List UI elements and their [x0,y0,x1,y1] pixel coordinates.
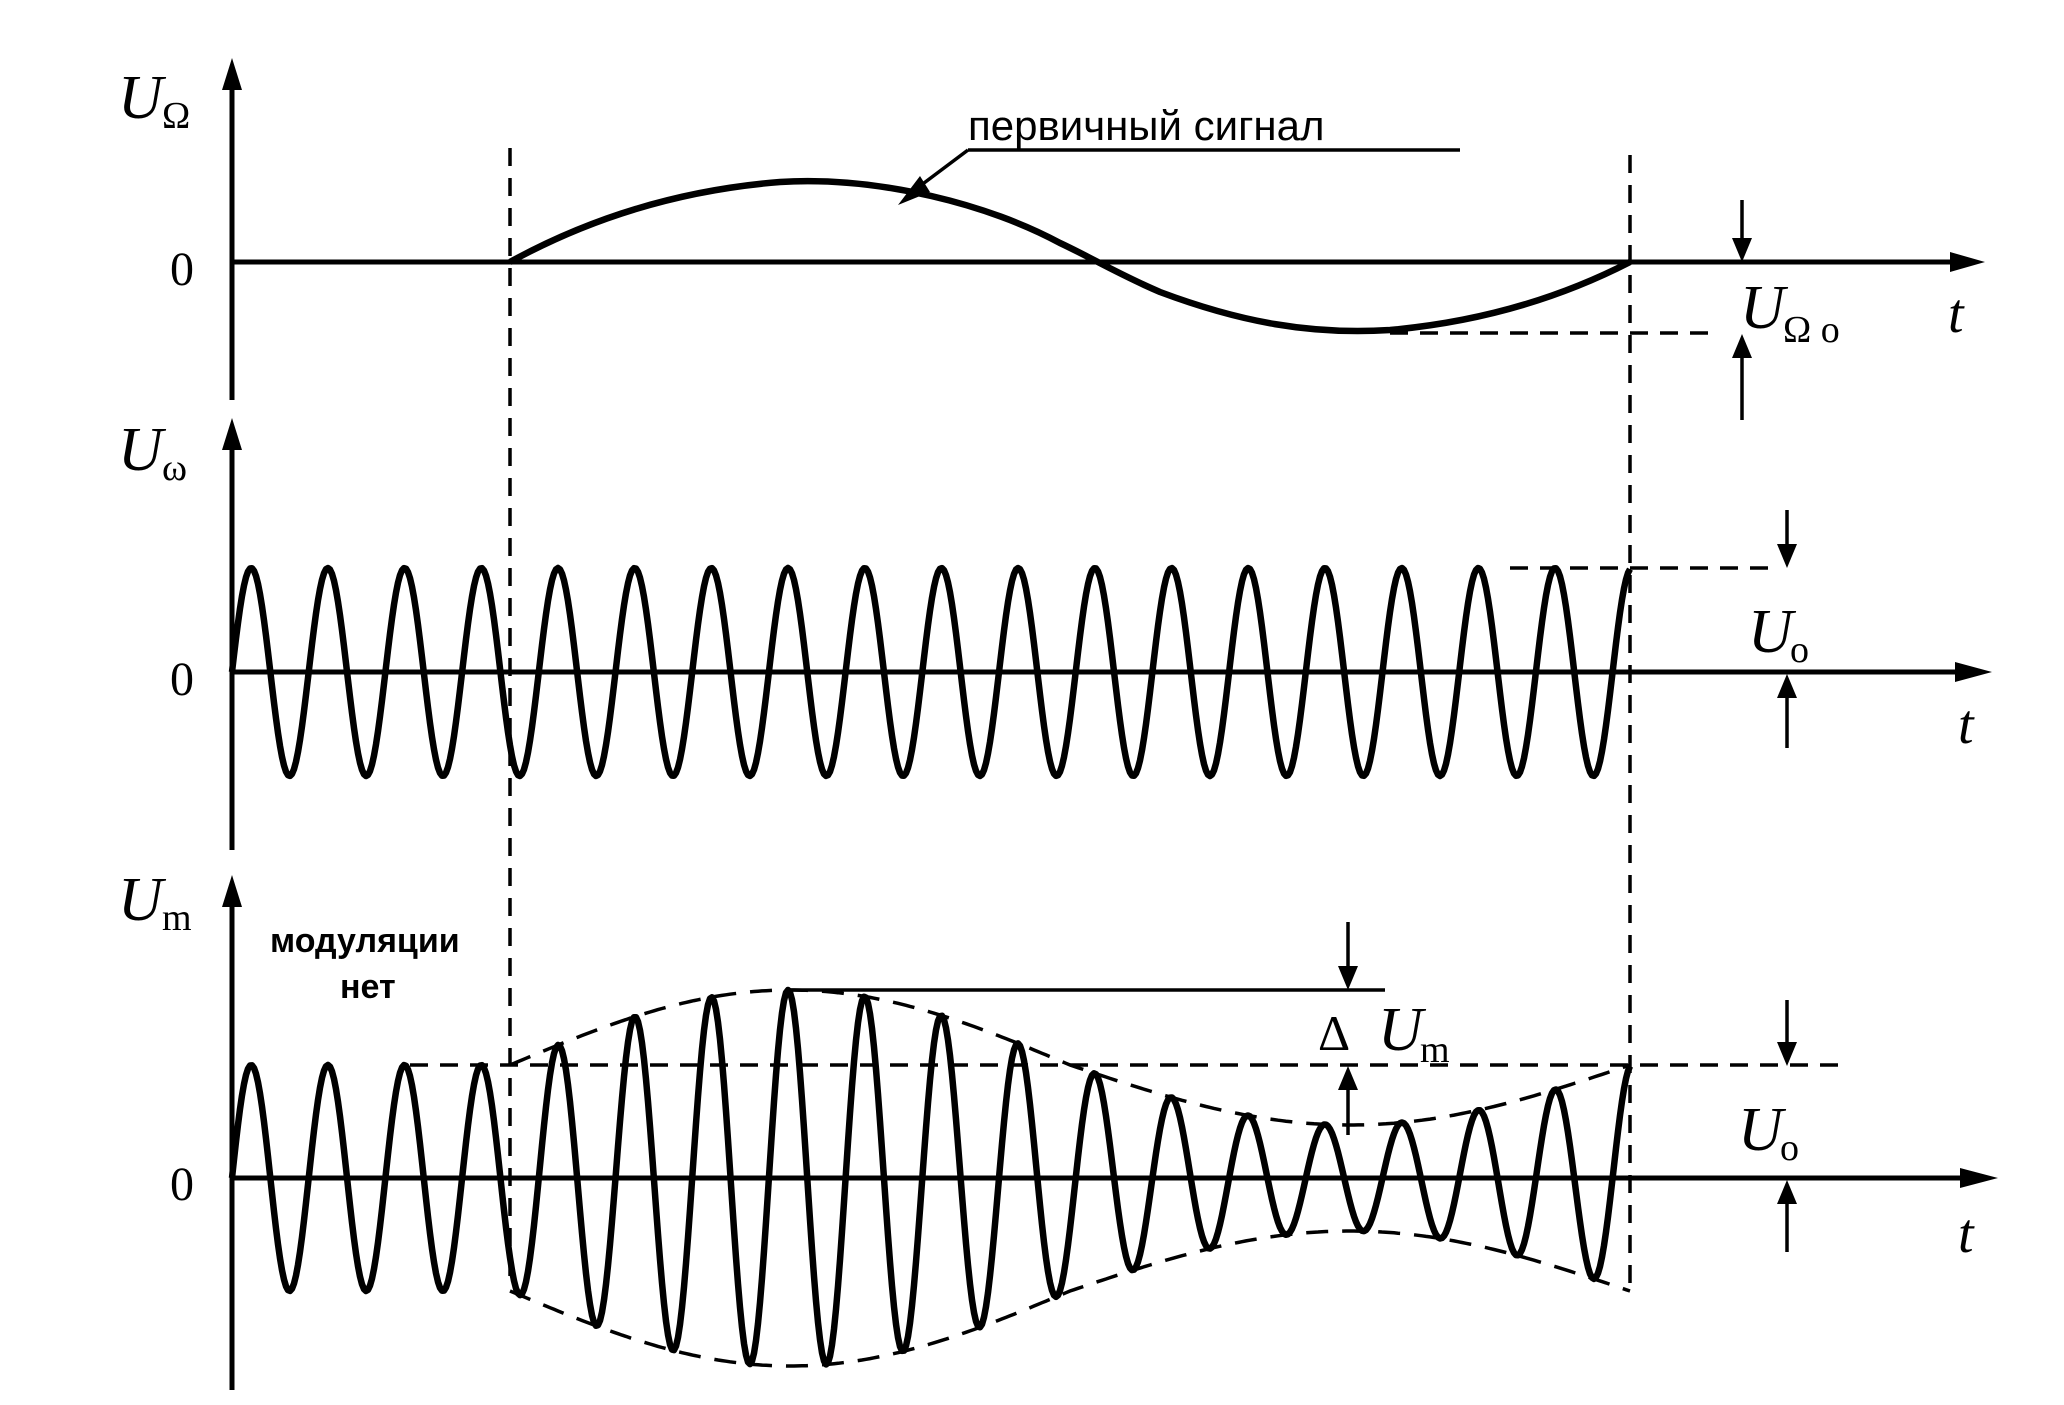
carrier-axis-subscript: ω [162,447,187,489]
modulated-amplitude-arrow-top [1777,1042,1797,1066]
modulated-time-axis-arrow [1960,1168,1998,1188]
modulated-amplitude-arrow-bottom [1777,1180,1797,1204]
primary-axis-subscript: Ω [162,95,190,137]
no-modulation-label-line1: модуляции [270,922,460,960]
carrier-time-label: t [1958,694,1975,756]
primary-zero-label: 0 [170,243,194,296]
modulated-envelope-upper [509,988,1631,1127]
carrier-time-axis-arrow [1955,662,1992,682]
modulated-envelope-lower [509,1229,1631,1368]
modulated-panel: U m 0 t модуляции нет Δ U m U o [118,866,1998,1390]
delta-arrow-top [1338,966,1358,990]
primary-amplitude-symbol: U [1740,274,1789,342]
modulated-amplitude-symbol: U [1738,1096,1787,1164]
carrier-amplitude-subscript: o [1790,629,1809,671]
carrier-amplitude-arrow-top [1777,544,1797,568]
modulated-amplitude-subscript: o [1780,1127,1799,1169]
carrier-wave [228,564,1633,780]
modulated-axis-symbol: U [118,866,167,934]
modulated-time-label: t [1958,1203,1975,1265]
primary-amplitude-arrow-top [1732,238,1752,262]
delta-amplitude-symbol: U [1378,996,1427,1064]
carrier-amplitude-symbol: U [1748,598,1797,666]
modulated-axis-subscript: m [162,897,192,939]
primary-amplitude-subscript: Ω o [1783,309,1840,351]
primary-time-axis-arrow [1950,252,1985,272]
primary-signal-curve [508,178,1632,335]
carrier-axis-symbol: U [118,416,167,484]
modulated-y-axis-arrow [222,875,242,907]
delta-amplitude-subscript: m [1420,1029,1450,1071]
primary-y-axis-arrow [222,58,242,90]
carrier-amplitude-arrow-bottom [1777,674,1797,698]
primary-time-label: t [1948,283,1965,345]
primary-caption-leader-arrow [898,176,930,205]
primary-axis-symbol: U [118,64,167,132]
primary-signal-caption: первичный сигнал [968,102,1324,149]
primary-signal-panel: U Ω 0 t первичный сигнал U Ω o [118,58,1985,420]
delta-symbol: Δ [1318,1005,1350,1061]
delta-arrow-bottom [1338,1066,1358,1090]
modulated-wave [228,986,1633,1368]
primary-amplitude-arrow-bottom [1732,334,1752,358]
carrier-y-axis-arrow [222,418,242,450]
carrier-zero-label: 0 [170,653,194,706]
modulated-zero-label: 0 [170,1158,194,1211]
no-modulation-label-line2: нет [340,968,396,1006]
carrier-panel: U ω 0 t U o [118,416,1992,850]
